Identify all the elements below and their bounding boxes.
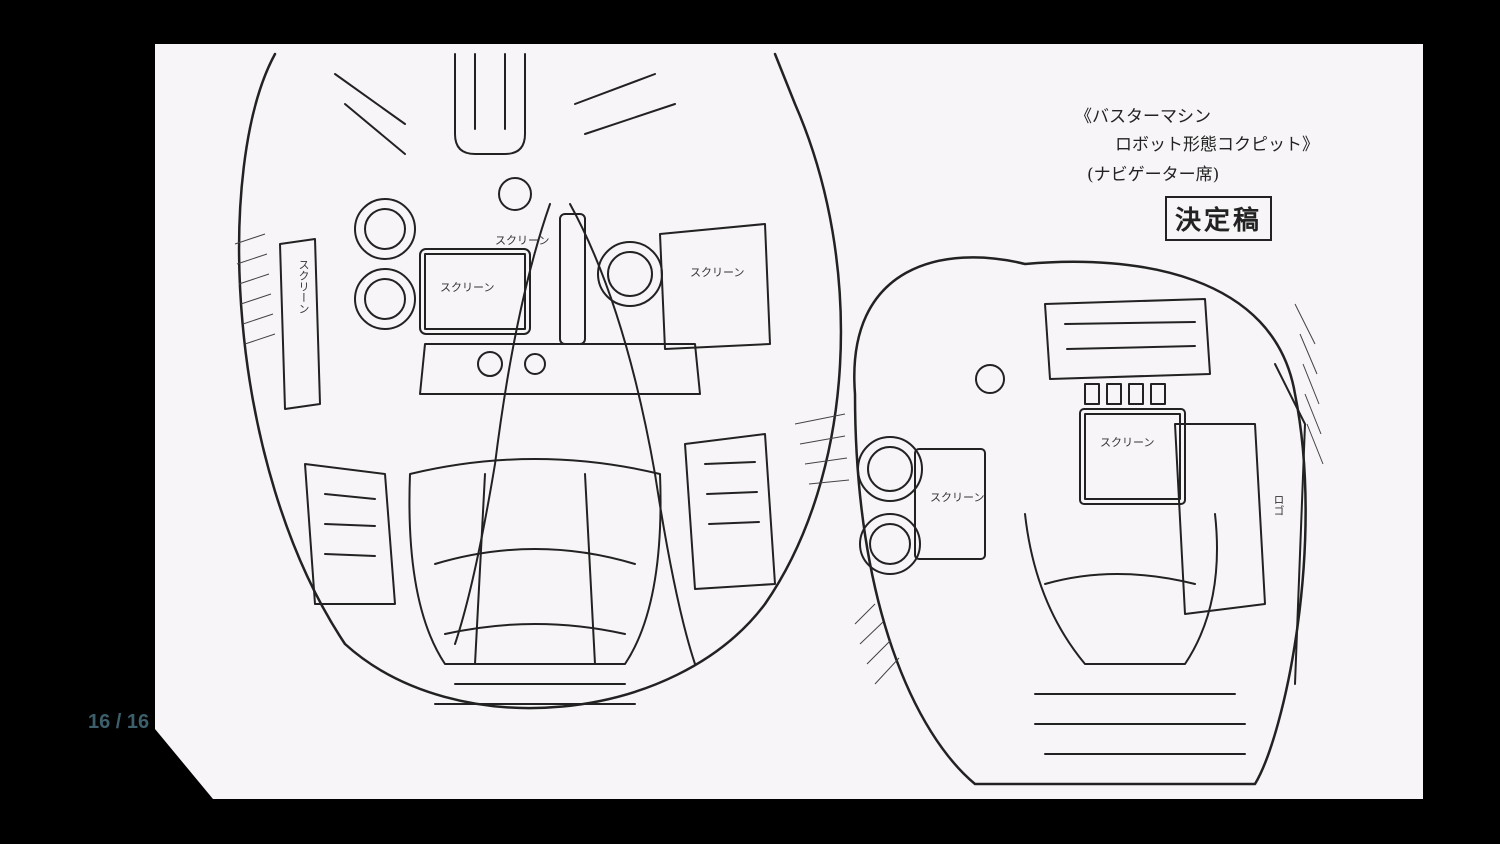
note-seat-line: (ナビゲーター席) (1087, 165, 1220, 185)
final-draft-stamp: 決定稿 (1165, 196, 1273, 241)
screen-label-right-left: スクリーン (930, 491, 985, 504)
screen-label-left-main: スクリーン (440, 281, 495, 294)
screen-label-right-main: スクリーン (1100, 436, 1155, 449)
note-title-line: 《バスターマシン (1075, 107, 1211, 127)
slide-sheet: 《バスターマシン ロボット形態コクピット》 (ナビゲーター席) 決定稿 スクリー… (155, 44, 1423, 799)
screen-label-left-right: スクリーン (690, 266, 745, 279)
page-counter: 16 / 16 (88, 711, 150, 733)
screen-label-left-top: スクリーン (495, 234, 550, 247)
cockpit-sketch-illustration (234, 52, 1324, 786)
note-subtitle-line: ロボット形態コクピット》 (1115, 135, 1319, 155)
screen-label-left-side: スクリーン (297, 259, 310, 314)
screen-label-right-side: ロゴ (1272, 494, 1285, 516)
